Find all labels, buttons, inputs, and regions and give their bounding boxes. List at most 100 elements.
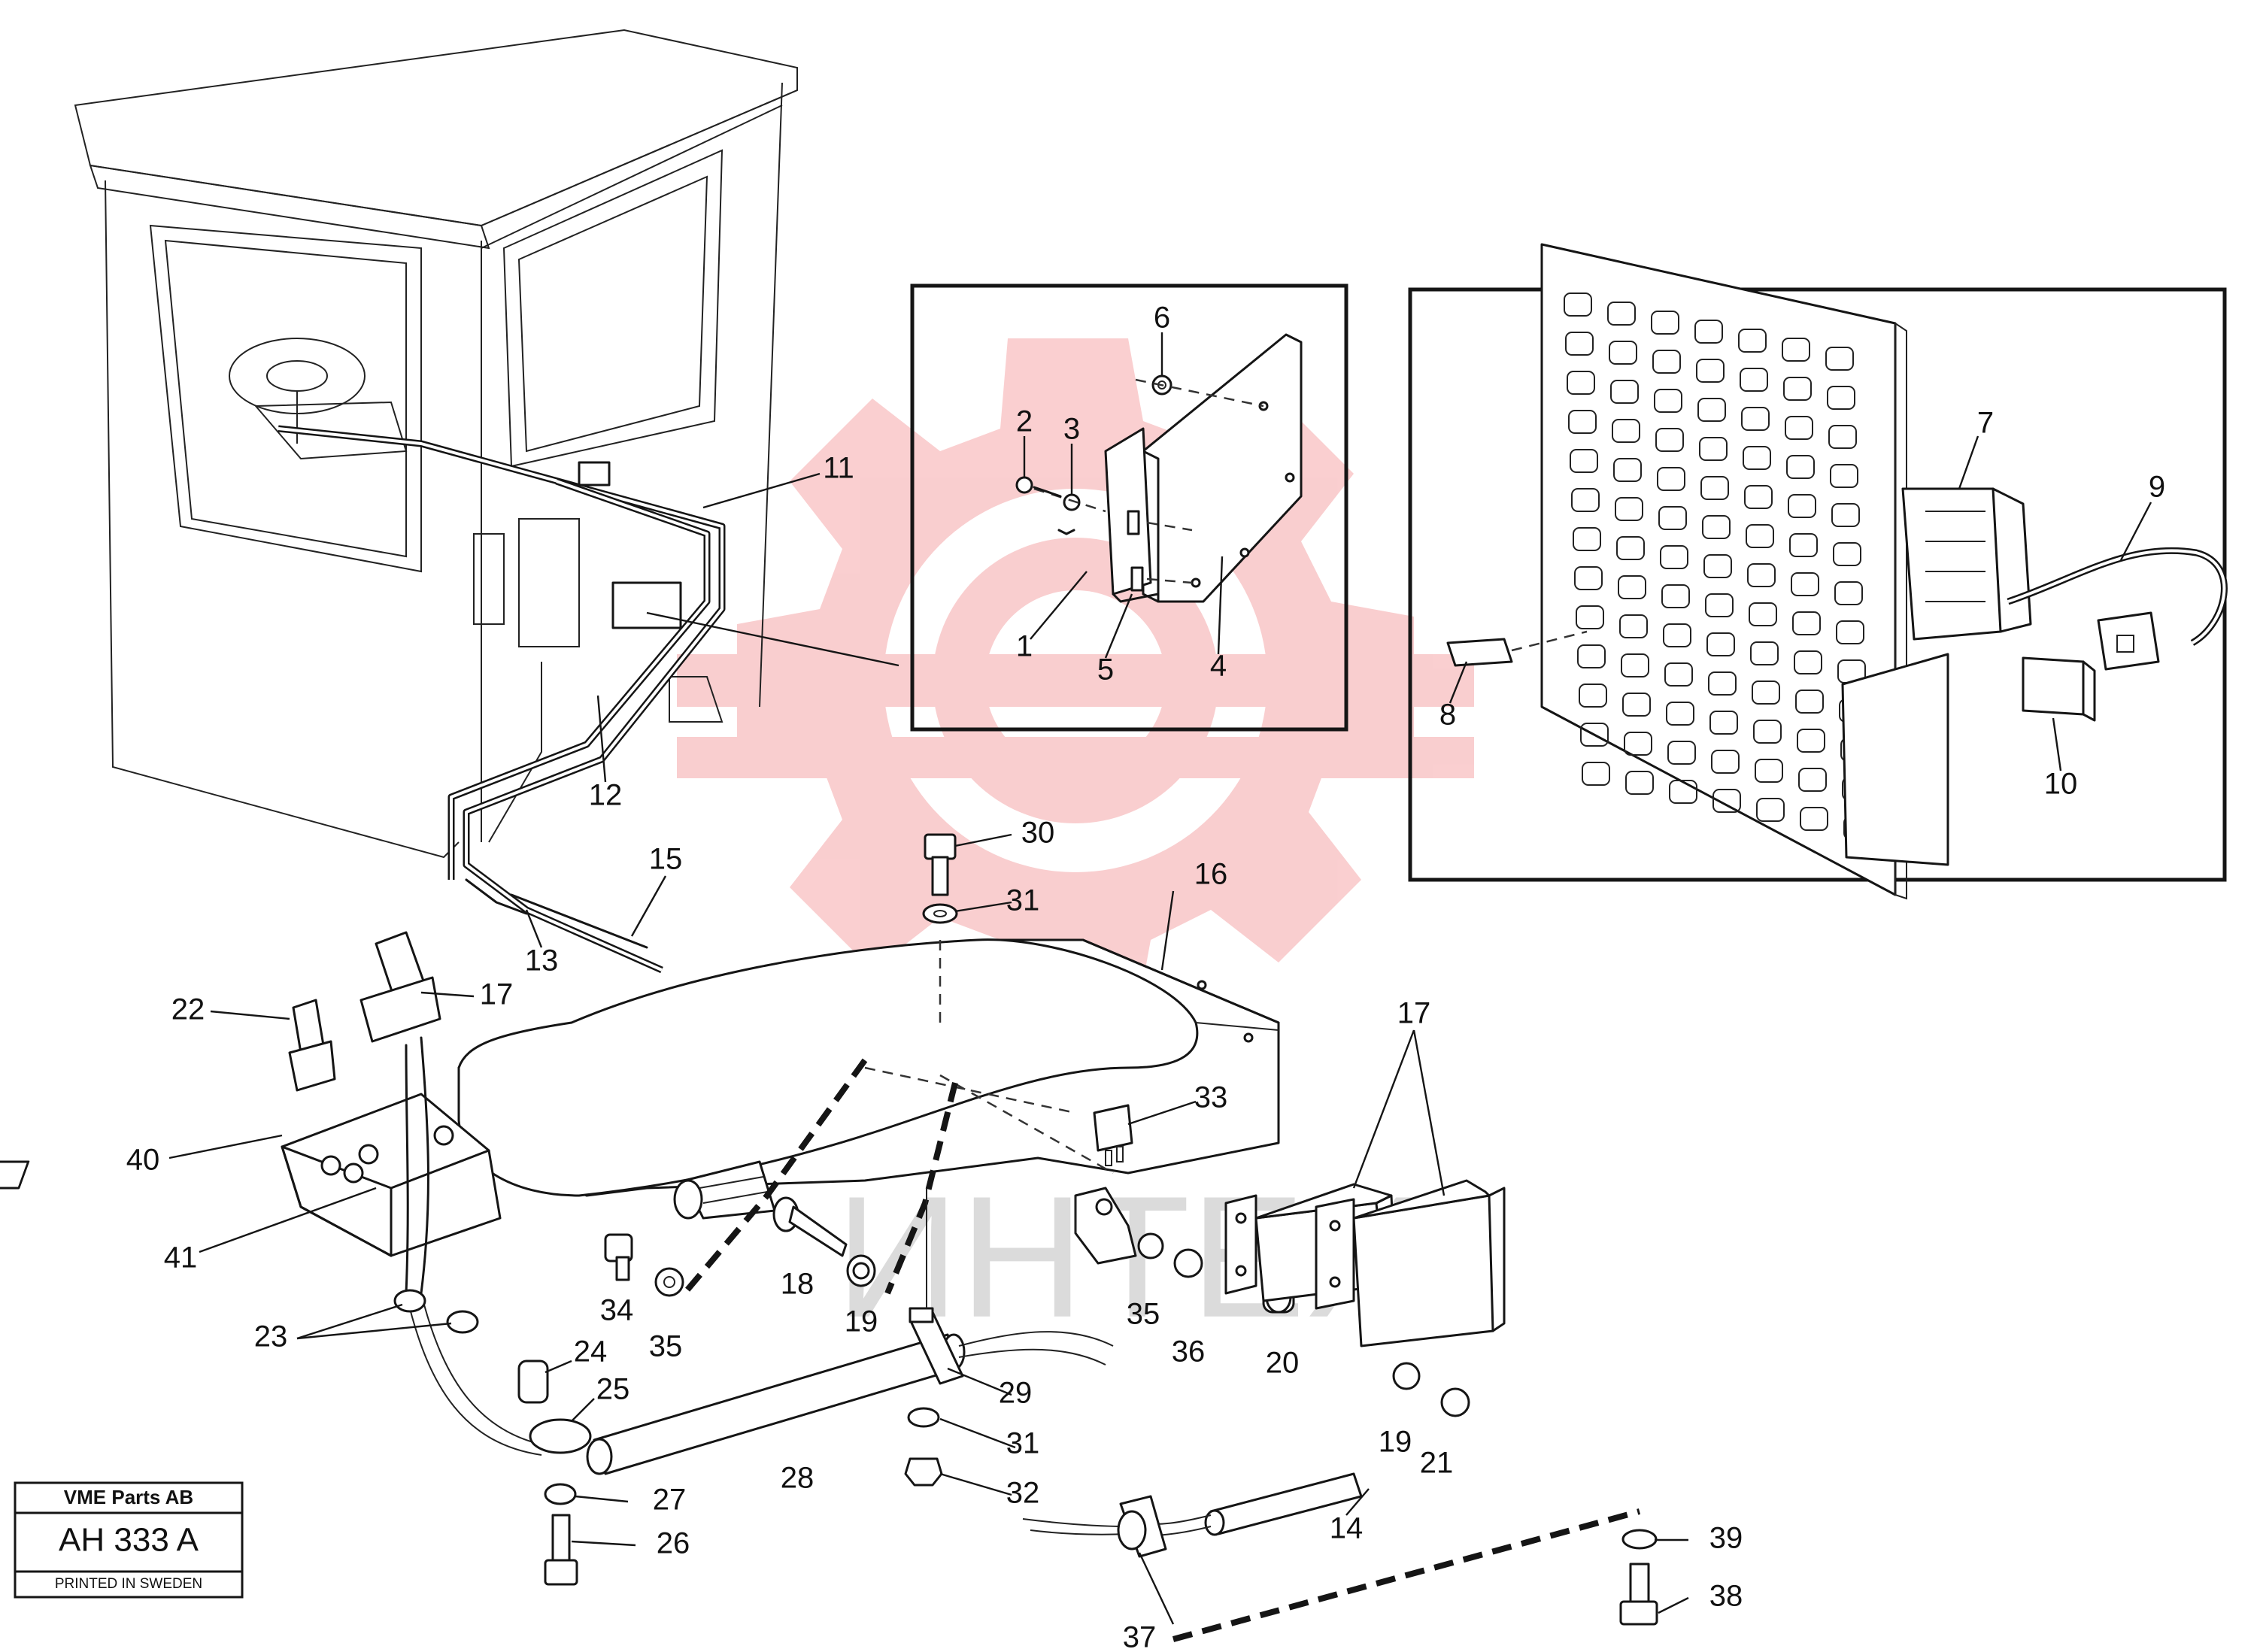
callout-c21: 21	[1420, 1447, 1454, 1480]
board-component	[1696, 359, 1725, 383]
detail-box-circuit-board	[1408, 243, 2228, 900]
board-component	[1834, 581, 1863, 605]
board-component	[1700, 476, 1729, 500]
grommet-23b	[446, 1310, 479, 1334]
callout-c14: 14	[1330, 1512, 1364, 1545]
spacer-24	[517, 1359, 549, 1404]
plate-company: VME Parts AB	[64, 1486, 193, 1508]
board-component	[1746, 524, 1774, 548]
board-component	[1574, 566, 1603, 590]
board-component	[1782, 338, 1810, 362]
cab-wiring-harness	[278, 425, 899, 974]
board-component	[1564, 293, 1592, 317]
callout-c17a: 17	[480, 978, 514, 1011]
nut-36	[1173, 1248, 1203, 1278]
callout-c23: 23	[254, 1320, 288, 1353]
board-component	[1747, 563, 1776, 587]
board-component	[1613, 458, 1642, 482]
board-component	[1708, 671, 1737, 696]
callout-c37: 37	[1123, 1621, 1157, 1652]
board-component	[1743, 446, 1771, 470]
callout-c10: 10	[2044, 768, 2078, 801]
callout-c4: 4	[1210, 650, 1227, 683]
callout-c20: 20	[1266, 1347, 1300, 1380]
board-component	[1609, 341, 1637, 365]
clamp-25	[529, 1418, 592, 1454]
switch-panel	[0, 931, 557, 1456]
callout-c17b: 17	[1397, 997, 1431, 1030]
board-component	[1694, 320, 1723, 344]
callout-c30: 30	[1021, 817, 1055, 850]
callout-c11: 11	[823, 452, 854, 485]
callout-c29: 29	[999, 1377, 1033, 1410]
board-component	[1567, 371, 1595, 395]
board-component	[1618, 575, 1646, 599]
board-component	[1619, 614, 1648, 638]
callout-c5: 5	[1097, 653, 1114, 687]
bolt-38-shank	[1629, 1563, 1650, 1607]
dashed-ground-lead	[1172, 1508, 1641, 1642]
washer-19a	[852, 1262, 870, 1280]
board-component	[1571, 488, 1600, 512]
grommet-23a	[393, 1289, 426, 1313]
board-component	[1669, 780, 1697, 804]
seat-console-assembly	[457, 833, 1280, 1220]
board-component	[1741, 407, 1770, 431]
callout-c33: 33	[1194, 1081, 1228, 1114]
board-component	[1828, 425, 1857, 449]
callout-c15: 15	[649, 843, 683, 876]
board-component	[1709, 711, 1738, 735]
board-component	[1752, 681, 1780, 705]
washer-19b	[1392, 1362, 1421, 1390]
board-component	[1565, 332, 1594, 356]
board-component	[1624, 732, 1652, 756]
board-component	[1786, 455, 1815, 479]
board-component	[1580, 723, 1609, 747]
conduit-hose	[586, 1188, 1114, 1487]
board-component	[1705, 593, 1734, 617]
board-component	[1738, 329, 1767, 353]
bolt-18	[772, 1196, 876, 1287]
callout-c9: 9	[2149, 471, 2165, 504]
board-component	[1622, 693, 1651, 717]
title-plate: VME Parts AB AH 333 A PRINTED IN SWEDEN	[14, 1481, 244, 1599]
board-component	[1652, 350, 1681, 374]
callout-c34: 34	[600, 1294, 634, 1327]
board-component	[1744, 485, 1773, 509]
callout-c36: 36	[1172, 1335, 1206, 1369]
cable-14-clamp-37	[1022, 1472, 1363, 1558]
callout-c38: 38	[1709, 1580, 1743, 1613]
board-component	[1655, 428, 1684, 452]
board-component	[1711, 750, 1740, 774]
board-component	[1831, 503, 1860, 527]
callout-c7: 7	[1977, 407, 1994, 440]
board-component	[1579, 684, 1607, 708]
callout-c35b: 35	[1127, 1298, 1160, 1331]
board-component	[1621, 653, 1649, 677]
board-component	[1753, 720, 1782, 744]
callout-c27: 27	[653, 1484, 687, 1517]
callout-c3: 3	[1063, 413, 1080, 446]
board-component	[1756, 798, 1785, 822]
board-component	[1699, 437, 1728, 461]
board-component	[1616, 536, 1645, 560]
callout-c24: 24	[574, 1335, 608, 1369]
board-component	[1660, 545, 1688, 569]
board-component	[1570, 449, 1598, 473]
callout-c19a: 19	[845, 1305, 878, 1338]
board-component	[1610, 380, 1639, 404]
board-component	[1783, 377, 1812, 401]
board-component	[1795, 690, 1824, 714]
board-component	[1657, 467, 1685, 491]
board-component	[1664, 662, 1693, 687]
board-component	[1791, 572, 1819, 596]
callout-c35a: 35	[649, 1330, 683, 1363]
board-component	[1800, 807, 1828, 831]
callout-c16: 16	[1194, 858, 1228, 891]
nut-35b	[1137, 1232, 1164, 1259]
board-component	[1667, 741, 1696, 765]
bolt-34-nut-35	[604, 1233, 684, 1297]
plate-code: AH 333 A	[59, 1522, 199, 1559]
cab-drawing	[74, 29, 798, 859]
